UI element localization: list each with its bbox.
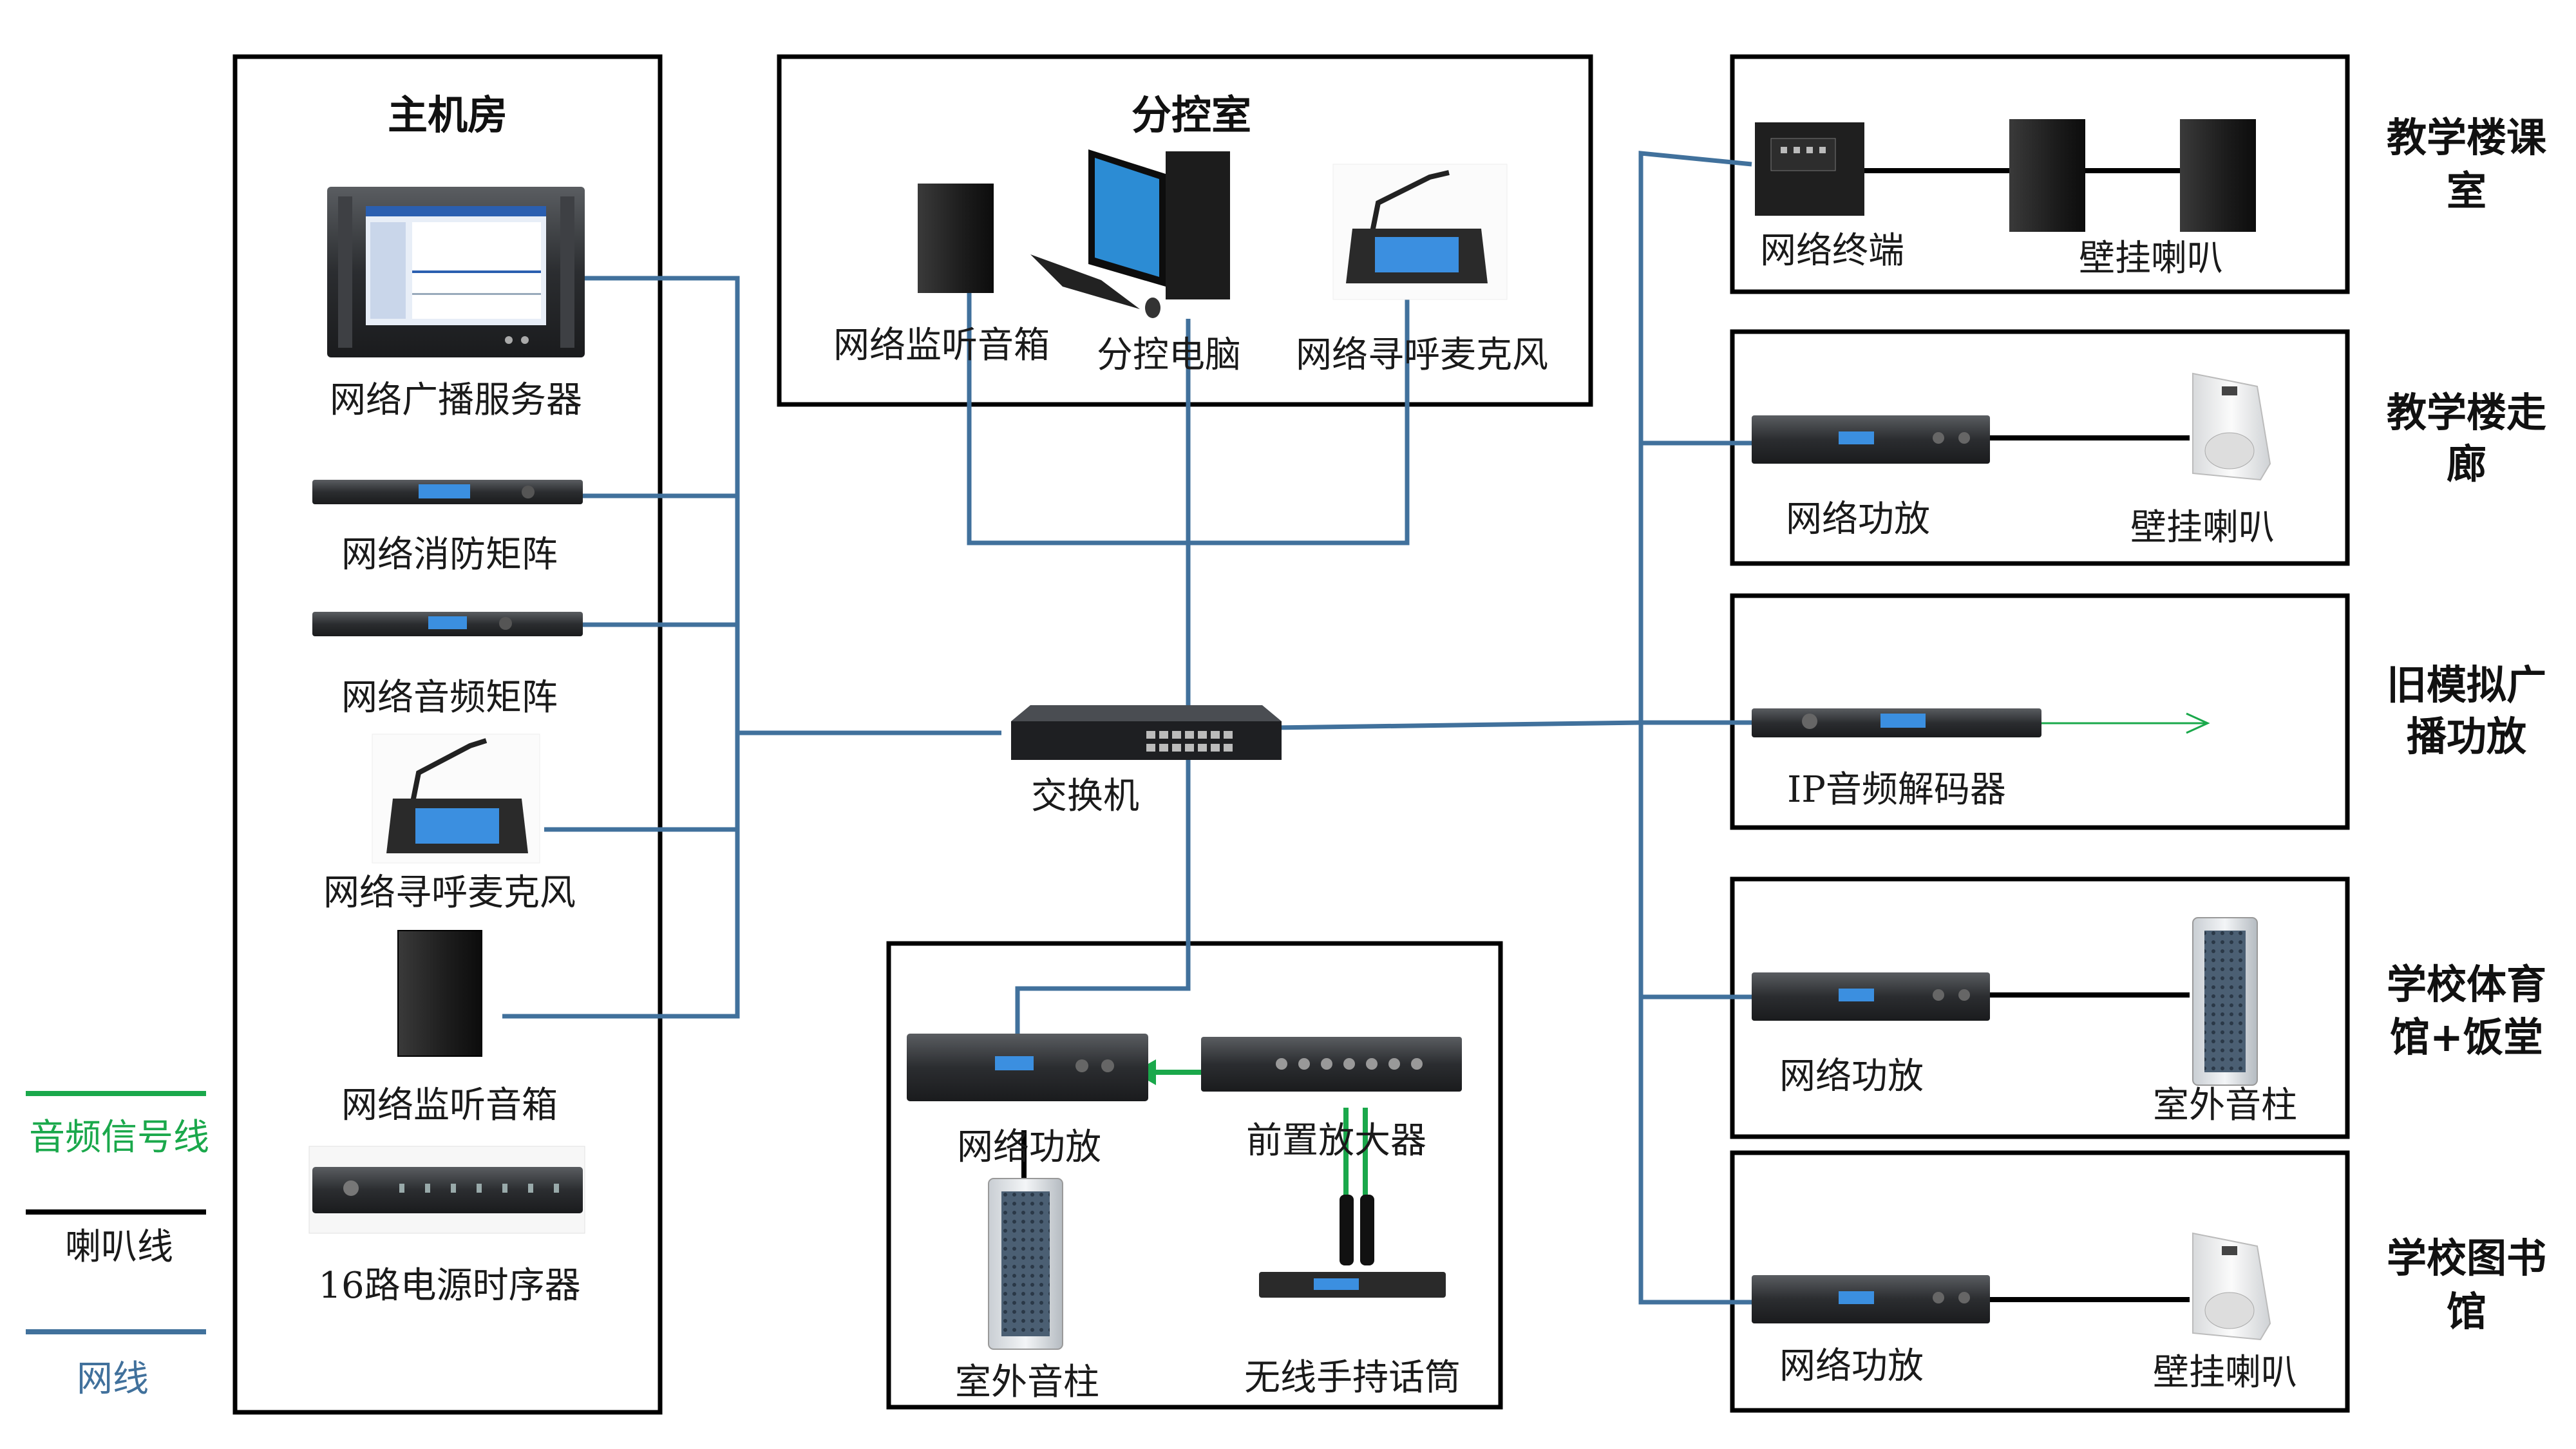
outdoor-column-speaker — [988, 1178, 1063, 1350]
zone5-name-line1: 学校图书 — [2387, 1235, 2546, 1282]
audio-matrix-label: 网络音频矩阵 — [341, 677, 558, 719]
sub-control-paging-microphone — [1332, 164, 1508, 300]
sub-pc-label: 分控电脑 — [1097, 334, 1241, 376]
zone1-network-terminal — [1755, 122, 1864, 216]
sub-control-box — [777, 54, 1593, 407]
switch-label: 交换机 — [1031, 775, 1139, 817]
zone-box-3 — [1730, 593, 2350, 830]
zone2-speaker-label: 壁挂喇叭 — [2130, 507, 2275, 549]
zone2-name-line2: 廊 — [2447, 440, 2486, 488]
network-audio-matrix — [312, 612, 583, 636]
fire-matrix-label: 网络消防矩阵 — [341, 534, 558, 576]
server-label: 网络广播服务器 — [330, 379, 582, 421]
network-switch — [1011, 705, 1282, 760]
power-sequencer-16ch — [308, 1146, 585, 1234]
zone5-wall-speaker — [2192, 1232, 2271, 1341]
network-paging-microphone — [372, 734, 540, 864]
zone4-device-label: 网络功放 — [1779, 1056, 1924, 1097]
wireless-microphone — [1259, 1195, 1446, 1298]
zone1-name-line1: 教学楼课 — [2387, 114, 2547, 161]
zone4-outdoor-column-speaker — [2192, 917, 2258, 1086]
zone5-speaker-label: 壁挂喇叭 — [2153, 1352, 2297, 1394]
speaker-lines — [1021, 168, 2190, 1302]
legend-audio-label: 音频信号线 — [29, 1117, 209, 1159]
outdoor-column-label: 室外音柱 — [955, 1361, 1099, 1403]
zone1-wall-speaker-b — [2180, 119, 2256, 232]
sub-control-title: 分控室 — [1132, 91, 1251, 138]
zone5-network-amplifier — [1752, 1275, 1990, 1323]
legend-network-label: 网线 — [77, 1358, 149, 1400]
zone2-name-line1: 教学楼走 — [2387, 389, 2546, 436]
main-room-title: 主机房 — [388, 91, 507, 138]
zone1-speaker-label: 壁挂喇叭 — [2079, 238, 2223, 279]
zone4-name-line1: 学校体育 — [2387, 961, 2546, 1008]
sub-paging-mic-label: 网络寻呼麦克风 — [1296, 334, 1548, 376]
zone3-ip-audio-decoder — [1752, 708, 2041, 737]
preamp-label: 前置放大器 — [1246, 1120, 1426, 1162]
zone-box-1 — [1730, 54, 2350, 294]
legend: 音频信号线 喇叭线 网线 — [26, 1091, 209, 1400]
audio-lines — [1133, 712, 2210, 1253]
zone-box-2 — [1730, 329, 2350, 566]
network-monitor-speaker-main — [397, 930, 482, 1057]
zone2-network-amplifier — [1752, 415, 1990, 464]
main-monitor-speaker-label: 网络监听音箱 — [341, 1084, 558, 1126]
sub-monitor-speaker-label: 网络监听音箱 — [833, 325, 1050, 366]
zone1-wall-speaker-a — [2009, 119, 2085, 232]
preamplifier — [1201, 1037, 1462, 1092]
zone1-name-line2: 室 — [2447, 167, 2486, 214]
power-sequencer-label: 16路电源时序器 — [318, 1265, 580, 1307]
wireless-mic-label: 无线手持话筒 — [1244, 1357, 1461, 1399]
zone4-network-amplifier — [1752, 972, 1990, 1021]
zone5-name-line2: 馆 — [2447, 1288, 2486, 1335]
main-room-box — [232, 54, 663, 1415]
outdoor-amplifier — [907, 1034, 1148, 1101]
sub-control-monitor-speaker — [918, 184, 994, 293]
legend-speaker-label: 喇叭线 — [65, 1226, 173, 1268]
zone2-device-label: 网络功放 — [1786, 498, 1930, 540]
zone4-speaker-label: 室外音柱 — [2153, 1084, 2297, 1126]
outdoor-amplifier-label: 网络功放 — [957, 1126, 1101, 1168]
zone1-device-label: 网络终端 — [1760, 230, 1904, 272]
zone3-name-line2: 播功放 — [2407, 713, 2526, 760]
zone-box-4 — [1730, 876, 2350, 1139]
zone5-device-label: 网络功放 — [1779, 1345, 1924, 1387]
network-fire-matrix — [312, 480, 583, 504]
network-broadcast-server — [327, 187, 585, 357]
zone4-name-line2: 馆+饭堂 — [2390, 1014, 2543, 1061]
sub-control-pc — [1030, 149, 1230, 318]
zone2-wall-speaker — [2192, 372, 2271, 481]
zone3-device-label: IP音频解码器 — [1787, 769, 2006, 811]
main-paging-mic-label: 网络寻呼麦克风 — [323, 872, 576, 914]
zone3-name-line1: 旧模拟广 — [2387, 661, 2546, 708]
network-lines — [502, 151, 1752, 1305]
zone-box-5 — [1730, 1150, 2350, 1413]
outdoor-group-box — [886, 941, 1503, 1410]
